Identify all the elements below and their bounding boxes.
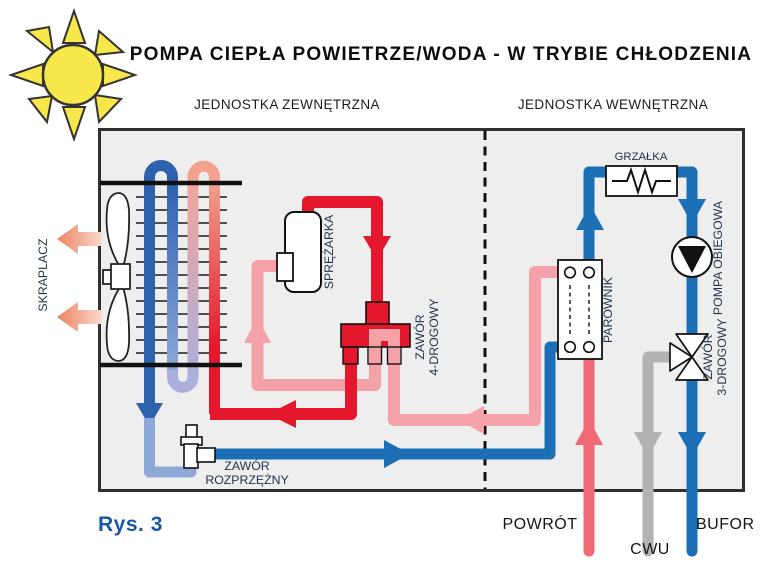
- suction-pipe-evaporator-to-valve: [388, 266, 570, 426]
- expansion-valve-label-line1: ZAWÓR: [224, 458, 269, 473]
- flow-arrow-down-icon: [136, 403, 163, 426]
- suction-pipe-valve-to-compressor: [251, 260, 381, 391]
- pipe-valve-to-condenser: [210, 344, 357, 420]
- flow-arrow-down-icon: [678, 432, 706, 457]
- compressor: [276, 211, 322, 293]
- air-arrow-icon: [57, 302, 102, 332]
- four-way-valve: [340, 301, 411, 365]
- evaporator: [557, 259, 603, 360]
- condenser-label: SKRAPLACZ: [36, 238, 50, 312]
- circulation-pump: [671, 236, 713, 278]
- flow-arrow-up-icon: [575, 419, 603, 445]
- flow-arrow-right-icon: [384, 440, 410, 468]
- flow-arrow-left-icon: [458, 406, 484, 434]
- buffer-label: BUFOR: [696, 516, 755, 533]
- evaporator-label: PAROWNIK: [601, 276, 615, 343]
- dhw-label: CWU: [630, 541, 670, 558]
- expansion-valve: [180, 424, 216, 469]
- flow-arrow-up-icon: [576, 205, 604, 230]
- four-way-valve-label-line1: ZAWÓR: [412, 314, 427, 359]
- page-title: POMPA CIEPŁA POWIETRZE/WODA - W TRYBIE C…: [129, 44, 753, 65]
- sun-icon: [7, 7, 139, 143]
- flow-arrow-down-icon: [363, 236, 391, 260]
- fan-icon: [102, 192, 131, 362]
- four-way-valve-label-line2: 4-DROGOWY: [427, 298, 441, 375]
- water-pipe-heater-to-pump: [675, 166, 698, 342]
- flow-arrow-down-icon: [634, 432, 662, 457]
- compressor-label: SPRĘŻARKA: [322, 214, 336, 289]
- circulation-pump-label: POMPA OBIEGOWA: [711, 200, 725, 315]
- outdoor-unit-label: JEDNOSTKA ZEWNĘTRZNA: [194, 97, 380, 112]
- flow-arrow-down-icon: [678, 199, 706, 224]
- figure-caption: Rys. 3: [98, 513, 163, 536]
- expansion-valve-label-line2: ROZPRZĘŻNY: [205, 473, 288, 487]
- air-flow-arrows: [57, 224, 102, 332]
- water-pipe-evaporator-to-heater: [583, 166, 608, 272]
- three-way-valve: [669, 333, 709, 381]
- water-pipe-to-dhw: [642, 351, 682, 557]
- air-arrow-icon: [57, 224, 102, 254]
- three-way-valve-label-line2: 3-DROGOWY: [715, 318, 729, 395]
- three-way-valve-label-line1: ZAWÓR: [700, 334, 715, 379]
- flow-arrow-up-icon: [244, 317, 271, 343]
- heater-label: GRZAŁKA: [615, 151, 668, 163]
- flow-arrow-left-icon: [268, 400, 296, 428]
- resistor-icon: [612, 166, 671, 196]
- heater: [605, 165, 678, 197]
- return-label: POWRÓT: [502, 516, 578, 533]
- condenser-coil: [144, 160, 220, 414]
- indoor-unit-label: JEDNOSTKA WEWNĘTRZNA: [517, 97, 709, 112]
